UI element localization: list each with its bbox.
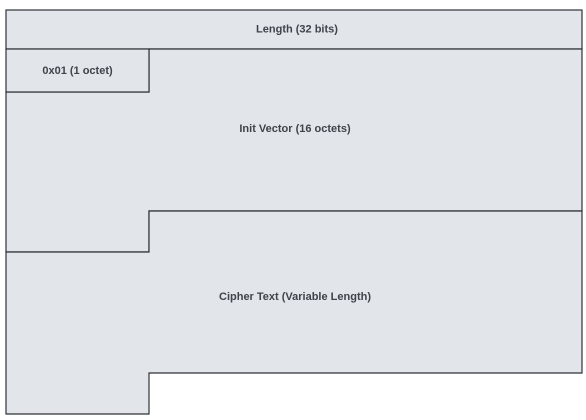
version-field-box: [5, 48, 150, 93]
length-field: Length (32 bits): [5, 9, 583, 50]
length-field-box: [5, 9, 583, 50]
cipher-text-field: Cipher Text (Variable Length): [5, 210, 583, 415]
version-field: 0x01 (1 octet): [5, 48, 150, 93]
version-field-label: 0x01 (1 octet): [42, 65, 113, 77]
cipher-text-field-shape: [5, 210, 583, 415]
init-vector-field-label: Init Vector (16 octets): [239, 123, 351, 135]
length-field-label: Length (32 bits): [256, 23, 338, 35]
cipher-text-field-label: Cipher Text (Variable Length): [219, 291, 371, 303]
